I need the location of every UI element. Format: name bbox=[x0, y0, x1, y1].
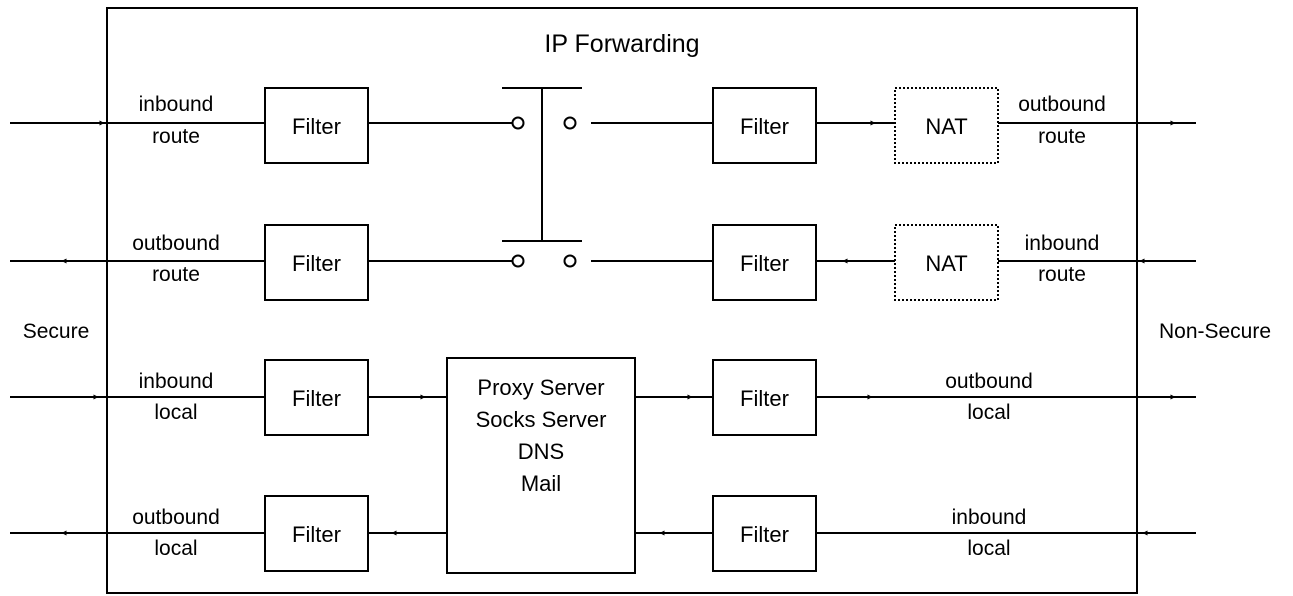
nat-label: NAT bbox=[925, 251, 967, 276]
row-label-left: local bbox=[154, 401, 197, 424]
filter-box bbox=[712, 224, 817, 301]
proxy-box bbox=[446, 357, 636, 574]
row-label-left: outbound bbox=[132, 232, 220, 255]
proxy-line: Socks Server bbox=[476, 407, 607, 432]
filter-label: Filter bbox=[292, 114, 341, 139]
row-label-left: outbound bbox=[132, 506, 220, 529]
filter-box bbox=[264, 224, 369, 301]
row-label-left: route bbox=[152, 125, 200, 148]
filter-box bbox=[712, 495, 817, 572]
row-label-left: route bbox=[152, 263, 200, 286]
row-label-right: local bbox=[967, 537, 1010, 560]
secure-side-label: Secure bbox=[23, 320, 90, 343]
row-label-right: local bbox=[967, 401, 1010, 424]
row-outbound-local: inbound local Filter Filter outbound loc… bbox=[10, 495, 1196, 572]
proxy-line: Proxy Server bbox=[477, 375, 604, 400]
nat-label: NAT bbox=[925, 114, 967, 139]
row-label-left: inbound bbox=[139, 370, 214, 393]
row-label-right: route bbox=[1038, 263, 1086, 286]
filter-box bbox=[712, 359, 817, 436]
filter-label: Filter bbox=[740, 251, 789, 276]
row-label-right: outbound bbox=[1018, 93, 1106, 116]
filter-label: Filter bbox=[740, 522, 789, 547]
row-label-left: inbound bbox=[139, 93, 214, 116]
filter-box bbox=[264, 87, 369, 164]
row-label-left: local bbox=[154, 537, 197, 560]
filter-label: Filter bbox=[292, 251, 341, 276]
filter-box bbox=[264, 495, 369, 572]
switch-contact bbox=[511, 116, 525, 130]
filter-box bbox=[712, 87, 817, 164]
row-label-right: inbound bbox=[1025, 232, 1100, 255]
switch-contact bbox=[563, 116, 577, 130]
row-label-right: outbound bbox=[945, 370, 1033, 393]
switch-contact bbox=[511, 254, 525, 268]
row-label-right: route bbox=[1038, 125, 1086, 148]
filter-label: Filter bbox=[740, 114, 789, 139]
ip-forwarding-switch bbox=[502, 87, 582, 242]
filter-label: Filter bbox=[292, 522, 341, 547]
outer-frame bbox=[106, 7, 1138, 594]
diagram-title: IP Forwarding bbox=[544, 30, 699, 58]
row-label-right: inbound bbox=[952, 506, 1027, 529]
switch-contact bbox=[563, 254, 577, 268]
row-inbound-local: inbound local Filter Filter outbound loc… bbox=[10, 359, 1196, 436]
row-inbound-route: inbound route Filter Filter NAT outbound… bbox=[10, 87, 1196, 164]
proxy-line: Mail bbox=[521, 471, 561, 496]
nat-box bbox=[894, 87, 999, 164]
filter-label: Filter bbox=[292, 386, 341, 411]
non-secure-side-label: Non-Secure bbox=[1159, 320, 1271, 343]
proxy-line: DNS bbox=[518, 439, 564, 464]
proxy-server-block: Proxy Server Socks Server DNS Mail bbox=[446, 357, 636, 574]
nat-box bbox=[894, 224, 999, 301]
row-outbound-route: inbound route NAT Filter Filter outbound… bbox=[10, 224, 1196, 301]
filter-label: Filter bbox=[740, 386, 789, 411]
